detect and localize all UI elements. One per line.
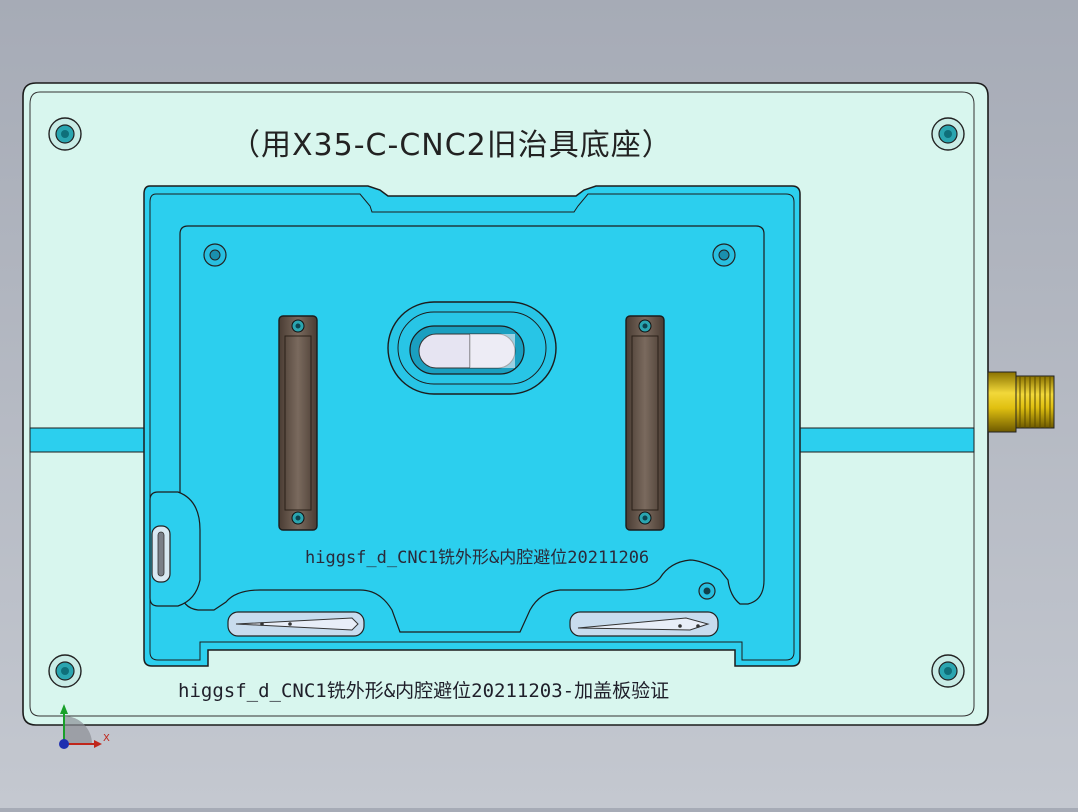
right-clamp xyxy=(625,315,665,531)
center-oval-window xyxy=(387,301,557,395)
coordinate-triad-icon xyxy=(59,704,102,749)
inner-part-label: higgsf_d_CNC1铣外形&内腔避位20211206 xyxy=(305,548,650,568)
cover-hole-right xyxy=(712,243,736,267)
corner-hole-bottom-left xyxy=(48,654,82,688)
bottom-slot-left xyxy=(227,611,365,637)
left-clamp xyxy=(278,315,318,531)
left-side-pocket xyxy=(149,491,201,607)
outer-part-label: higgsf_d_CNC1铣外形&内腔避位20211203-加盖板验证 xyxy=(178,680,670,702)
drawing-title-label: （用X35-C-CNC2旧治具底座） xyxy=(230,128,673,163)
axis-x-label: X xyxy=(103,733,110,744)
corner-hole-top-left xyxy=(48,117,82,151)
corner-hole-top-right xyxy=(931,117,965,151)
cover-plate xyxy=(143,185,801,667)
corner-hole-bottom-right xyxy=(931,654,965,688)
bottom-slot-right xyxy=(569,611,719,637)
cover-hole-lower-right xyxy=(698,582,716,600)
brass-fitting xyxy=(987,371,1055,433)
cover-hole-left xyxy=(203,243,227,267)
